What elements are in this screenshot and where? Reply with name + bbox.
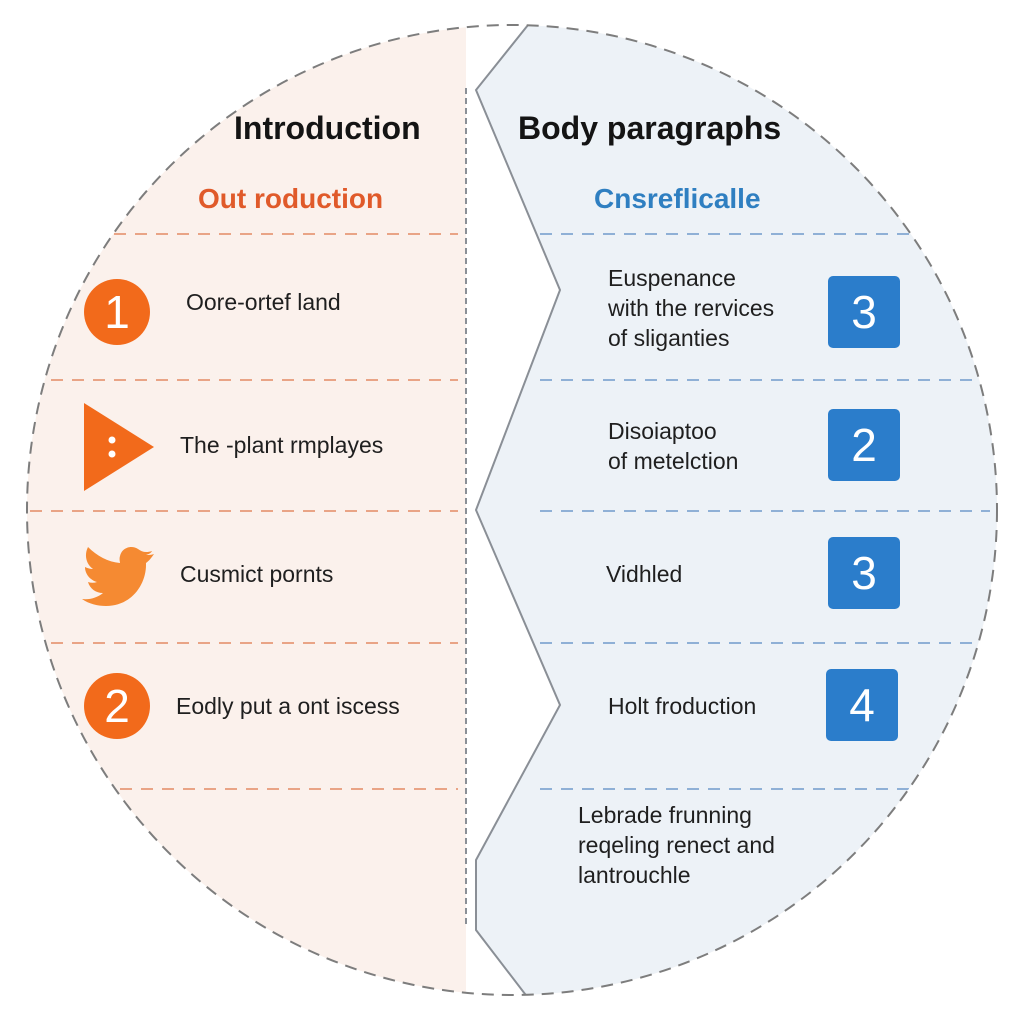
bird-icon — [82, 547, 154, 606]
play-triangle-icon — [84, 403, 154, 491]
right-subheading: Cnsreflicalle — [594, 183, 761, 214]
right-heading: Body paragraphs — [518, 110, 782, 146]
left-subheading: Out roduction — [198, 183, 384, 214]
number-square-icon: 3 — [828, 276, 900, 348]
number-circle-icon: 1 — [84, 279, 150, 345]
left-item-text: Eodly put a ont iscess — [176, 693, 400, 719]
number-square-icon: 4 — [826, 669, 898, 741]
right-item-text: Vidhled — [606, 561, 683, 587]
number-square-icon: 3 — [828, 537, 900, 609]
right-item-text: Disoiaptoo of metelction — [608, 418, 739, 474]
right-item-text: Holt froduction — [608, 693, 757, 719]
right-item-text: Lebrade frunning reqeling renect and lan… — [578, 802, 775, 888]
left-item-text: Cusmict pornts — [180, 561, 334, 587]
right-item-text: Euspenance with the rervices of sliganti… — [608, 265, 775, 351]
number-square-icon: 2 — [828, 409, 900, 481]
left-heading: Introduction — [234, 110, 421, 146]
left-item-text: Oore-ortef land — [186, 289, 341, 315]
number-circle-icon: 2 — [84, 673, 150, 739]
left-item-text: The -plant rmplayes — [180, 432, 384, 458]
outer-circle — [26, 24, 998, 996]
right-row-dividers — [540, 233, 990, 790]
